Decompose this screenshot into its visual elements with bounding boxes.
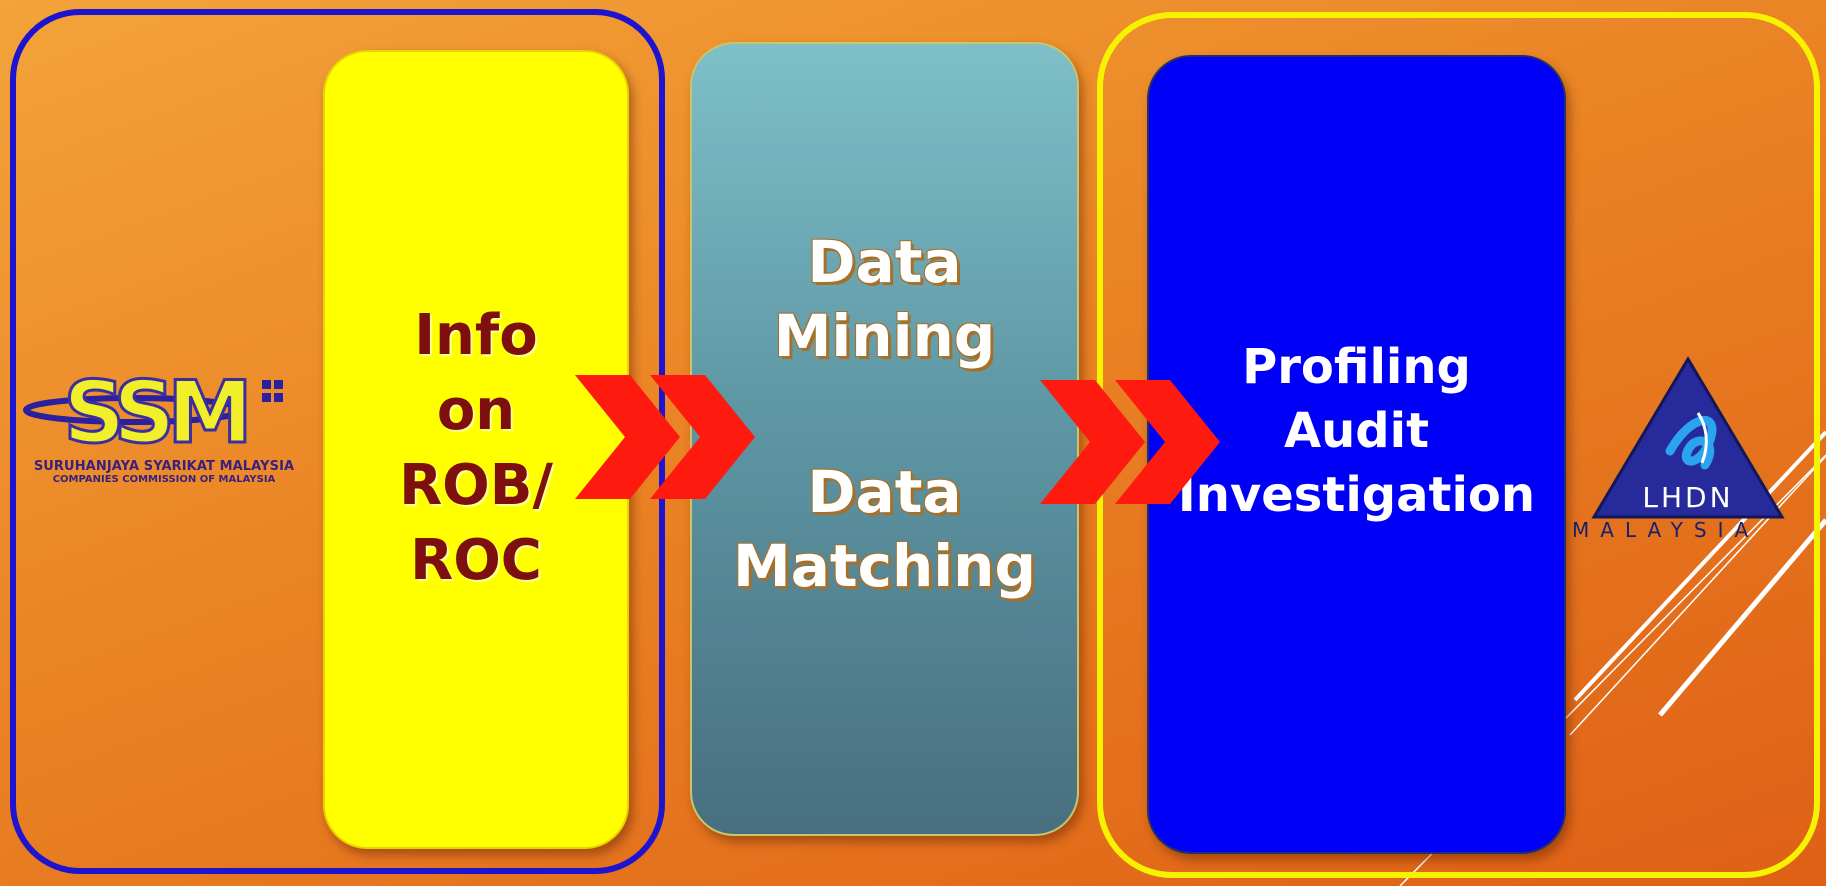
double-chevron-right-icon <box>575 375 755 499</box>
lhdn-swirl-icon <box>1665 415 1717 470</box>
info-rob-roc-panel: Info on ROB/ ROC <box>323 50 629 849</box>
profiling-audit-investigation-panel: Profiling Audit Investigation <box>1147 55 1566 854</box>
data-mining-line: Data <box>807 228 962 296</box>
ssm-logo: SSM SURUHANJAYA SYARIKAT MALAYSIA COMPAN… <box>14 360 314 485</box>
right-panel-line: Profiling <box>1242 338 1471 395</box>
data-matching-line: Matching <box>733 532 1036 600</box>
lhdn-triangle-icon <box>1591 356 1785 519</box>
ssm-emblem-icon: SSM <box>23 362 283 465</box>
lhdn-country-text: MALAYSIA <box>1572 518 1760 542</box>
double-chevron-right-icon <box>1040 380 1220 504</box>
left-panel-line: Info <box>414 303 538 368</box>
data-matching-line: Data <box>807 458 962 526</box>
lhdn-logo: LHDN <box>1591 356 1785 519</box>
left-panel-line: ROC <box>410 528 542 593</box>
ssm-mark-text: SSM <box>63 363 245 455</box>
right-panel-line: Audit <box>1283 402 1430 459</box>
left-panel-line: on <box>436 378 516 443</box>
lhdn-abbr-text: LHDN <box>1642 481 1733 514</box>
ssm-subtitle: COMPANIES COMMISSION OF MALAYSIA <box>52 474 276 485</box>
right-panel-line: Investigation <box>1177 466 1536 523</box>
ssm-full-name: SURUHANJAYA SYARIKAT MALAYSIA <box>33 459 295 474</box>
data-mining-line: Mining <box>773 302 996 370</box>
data-mining-matching-panel: Data Mining Data Matching <box>690 42 1079 836</box>
left-panel-line: ROB/ <box>399 453 553 518</box>
